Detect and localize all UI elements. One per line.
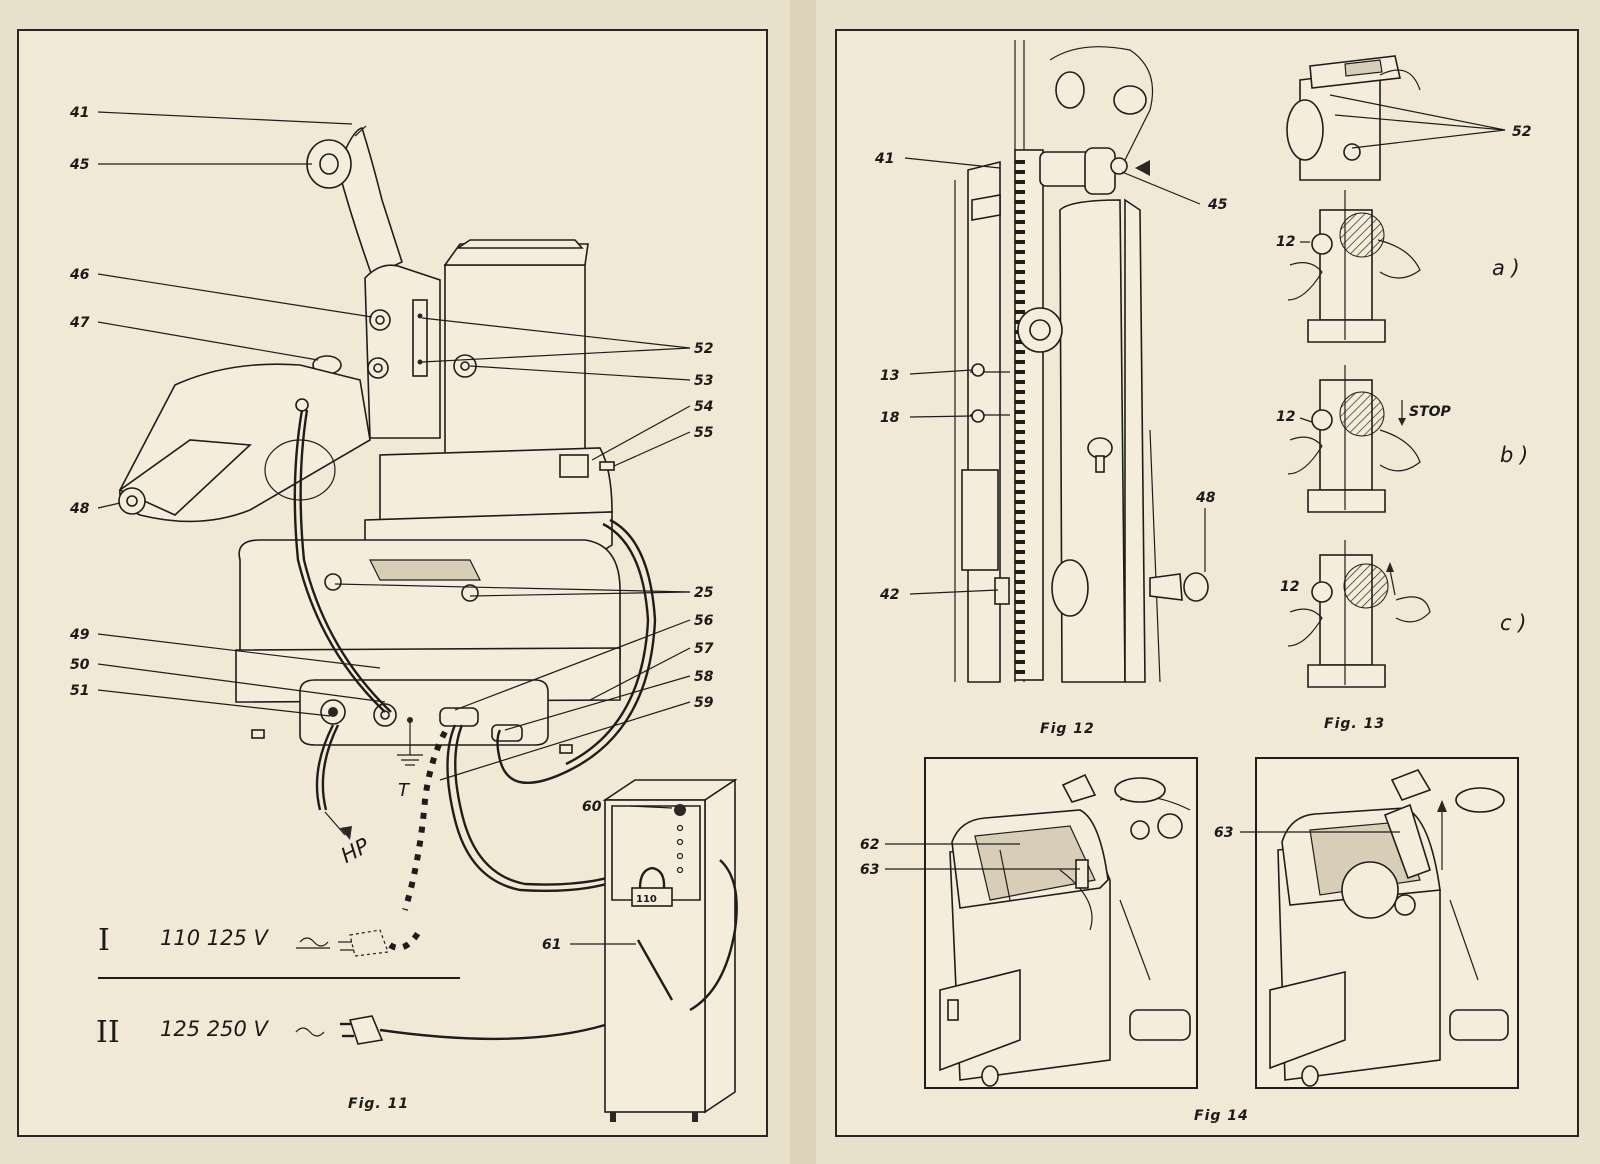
- fig13-c-label-12: 12: [1280, 579, 1299, 595]
- fig12-caption: Fig 12: [1040, 721, 1095, 737]
- fig14-label-63-left: 63: [860, 862, 879, 878]
- fig11-label-50: 50: [70, 657, 90, 673]
- fig11-projector-diagram: 41 45 46 47 48 49 50 51 52 53 54 55 25 5…: [69, 105, 738, 1122]
- supply-roman-1: I: [98, 923, 110, 958]
- fig13-step-b-label: b ): [1500, 443, 1528, 467]
- fig12-label-48: 48: [1195, 490, 1216, 506]
- supply-voltage-2: 125 250 V: [160, 1017, 270, 1041]
- supply-voltage-1: 110 125 V: [160, 926, 270, 950]
- fig11-caption: Fig. 11: [348, 1096, 409, 1112]
- fig13-caption: Fig. 13: [1324, 716, 1385, 732]
- fig14-lamp-replacement: 62 63 63 Fig 14: [860, 757, 1519, 1124]
- fig11-label-61: 61: [542, 937, 561, 953]
- fig12-label-13: 13: [880, 368, 899, 384]
- fig11-label-47: 47: [69, 315, 90, 331]
- fig13-a-label-12: 12: [1276, 234, 1295, 250]
- supply-roman-2: II: [96, 1015, 120, 1050]
- transformer-voltage-marking: 110: [636, 894, 657, 905]
- fig13-step-b: STOP 12: [1276, 365, 1452, 513]
- fig11-label-49: 49: [69, 627, 90, 643]
- fig13-label-52: 52: [1512, 124, 1531, 140]
- fig11-label-25: 25: [694, 585, 714, 601]
- fig11-label-41: 41: [69, 105, 89, 121]
- fig11-label-57: 57: [694, 641, 714, 657]
- fig11-label-45: 45: [69, 157, 90, 173]
- fig14-caption: Fig 14: [1194, 1108, 1249, 1124]
- fig11-label-48: 48: [69, 501, 90, 517]
- fig11-label-56: 56: [694, 613, 714, 629]
- fig13-step-a-label: a ): [1492, 256, 1520, 280]
- fig13-threading-steps: 52 12 STOP 12: [1276, 55, 1531, 732]
- ground-label-t: T: [398, 780, 411, 801]
- fig13-step-c: 12: [1280, 540, 1431, 688]
- fig12-label-18: 18: [880, 410, 900, 426]
- fig13-b-label-12: 12: [1276, 409, 1295, 425]
- center-fold: [790, 0, 816, 1164]
- fig11-label-53: 53: [694, 373, 713, 389]
- fig14-label-63-right: 63: [1214, 825, 1233, 841]
- fig11-label-46: 46: [69, 267, 90, 283]
- fig13-stop-label: STOP: [1409, 404, 1452, 420]
- fig11-label-58: 58: [694, 669, 714, 685]
- fig12-label-41: 41: [874, 151, 894, 167]
- fig13-step-c-label: c ): [1500, 611, 1526, 635]
- fig11-label-54: 54: [694, 399, 713, 415]
- fig11-label-60: 60: [582, 799, 602, 815]
- fig14-label-62: 62: [860, 837, 879, 853]
- fig11-label-55: 55: [694, 425, 714, 441]
- fig11-label-51: 51: [70, 683, 89, 699]
- fig12-label-45: 45: [1207, 197, 1228, 213]
- fig12-label-42: 42: [879, 587, 899, 603]
- fig11-label-59: 59: [694, 695, 714, 711]
- fig13-step-a: 12: [1276, 190, 1421, 343]
- fig11-label-52: 52: [694, 341, 713, 357]
- fig12-film-path-diagram: 41 45 13 18 48 42 Fig 12: [874, 40, 1228, 737]
